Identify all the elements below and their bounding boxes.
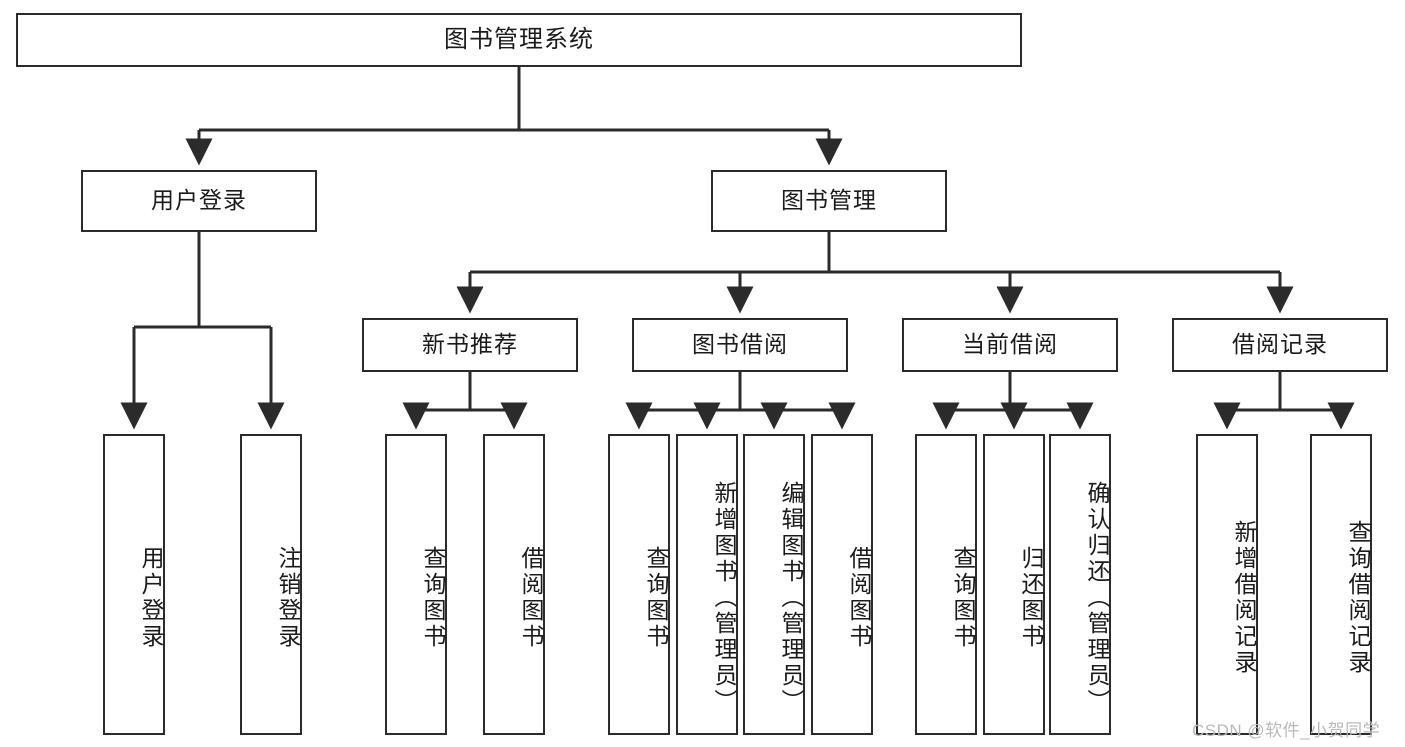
node-leaf-5[interactable]: 新增图书（管理员） <box>676 434 738 735</box>
node-leaf-8[interactable]: 查询图书 <box>915 434 977 735</box>
node-leaf-7[interactable]: 借阅图书 <box>811 434 873 735</box>
node-leaf-4[interactable]: 查询图书 <box>608 434 670 735</box>
node-level2-1[interactable]: 图书管理 <box>711 170 947 232</box>
node-leaf-1[interactable]: 注销登录 <box>240 434 302 735</box>
node-leaf-0[interactable]: 用户登录 <box>103 434 165 735</box>
node-root[interactable]: 图书管理系统 <box>16 13 1022 67</box>
node-leaf-12[interactable]: 查询借阅记录 <box>1310 434 1372 735</box>
node-level3-2[interactable]: 当前借阅 <box>902 318 1118 372</box>
node-level3-1[interactable]: 图书借阅 <box>632 318 848 372</box>
node-leaf-3[interactable]: 借阅图书 <box>483 434 545 735</box>
node-leaf-9[interactable]: 归还图书 <box>983 434 1045 735</box>
node-leaf-11[interactable]: 新增借阅记录 <box>1196 434 1258 735</box>
node-leaf-10[interactable]: 确认归还（管理员） <box>1049 434 1111 735</box>
node-leaf-6[interactable]: 编辑图书（管理员） <box>743 434 805 735</box>
node-level2-0[interactable]: 用户登录 <box>81 170 317 232</box>
csdn-watermark: CSDN @软件_小贺同学 <box>1192 721 1381 740</box>
node-level3-0[interactable]: 新书推荐 <box>362 318 578 372</box>
node-leaf-2[interactable]: 查询图书 <box>385 434 447 735</box>
node-level3-3[interactable]: 借阅记录 <box>1172 318 1388 372</box>
